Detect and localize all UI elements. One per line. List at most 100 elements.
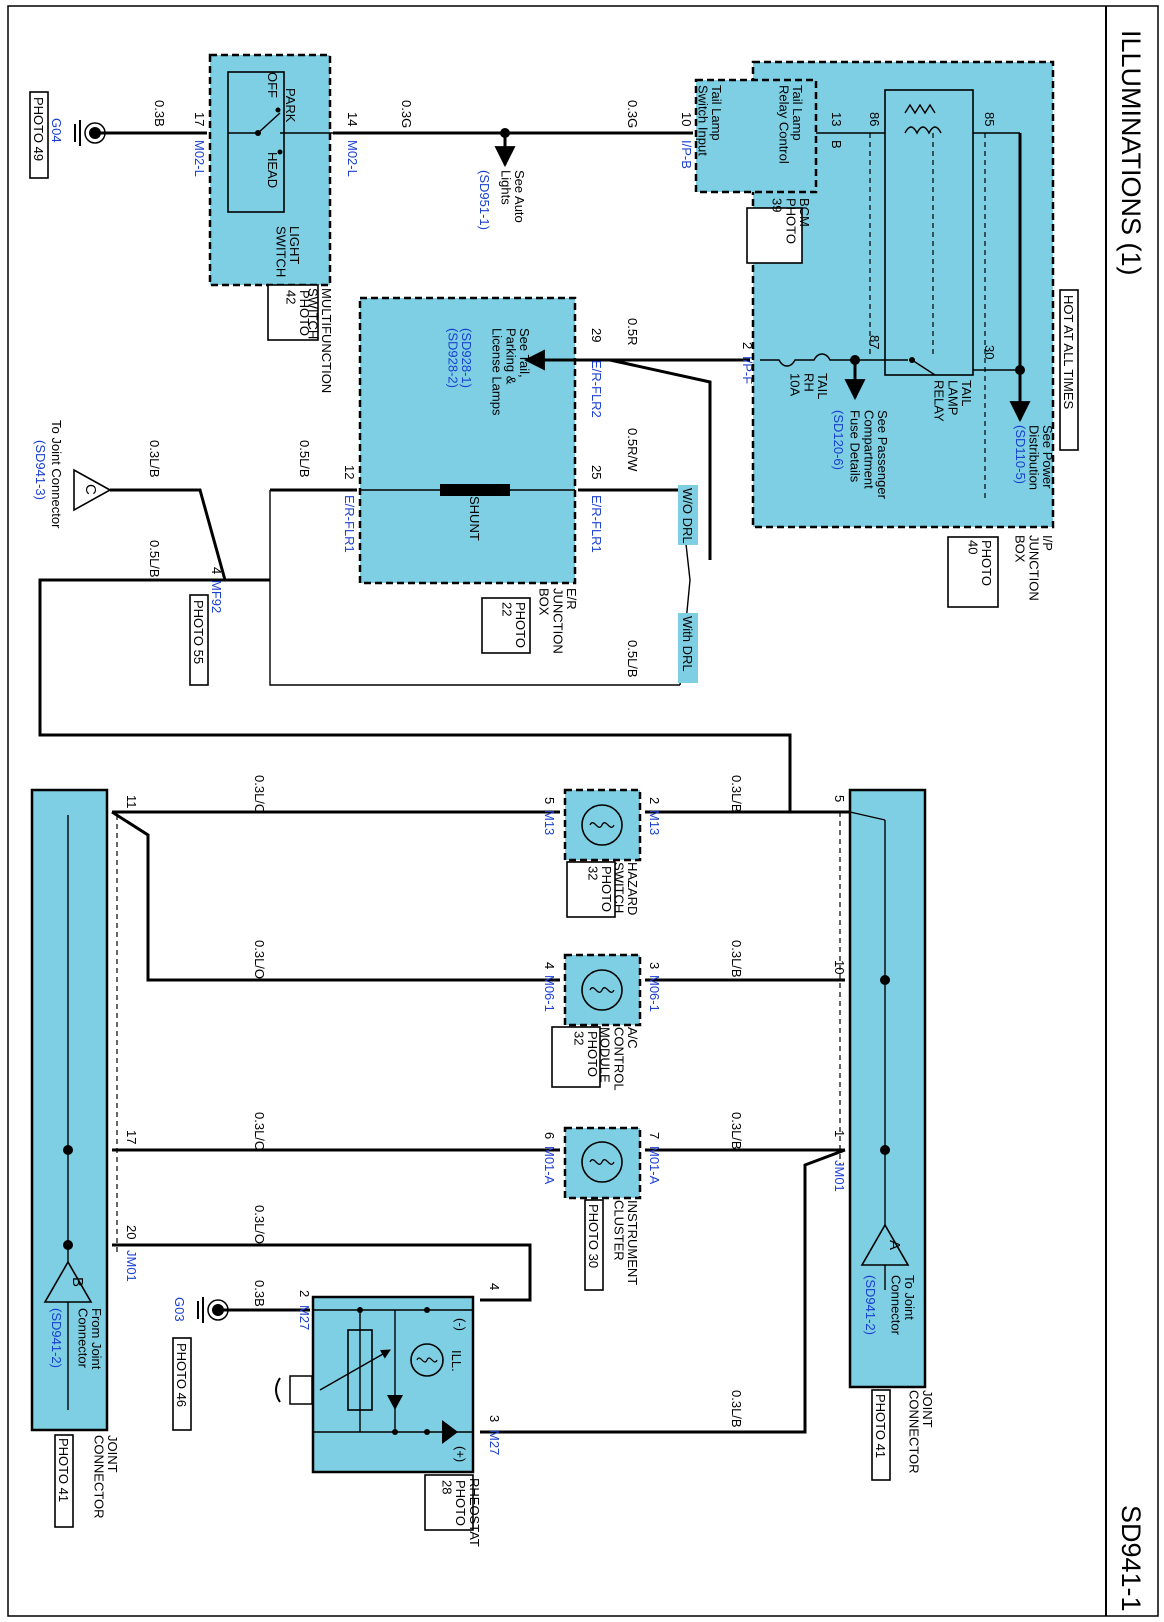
light-switch-label: LIGHTSWITCH bbox=[273, 226, 302, 277]
power-distribution-label: See PowerDistribution bbox=[1026, 425, 1055, 490]
wire-label: 0.3L/B bbox=[729, 775, 744, 813]
connector-a-ref: (SD941-2) bbox=[863, 1275, 878, 1335]
connector-name: M02-L bbox=[192, 140, 207, 177]
lamp-filament bbox=[589, 822, 615, 828]
page-code: SD941-1 bbox=[1116, 1505, 1146, 1612]
relay-pin-87: 87 bbox=[867, 335, 882, 349]
connector-name: B bbox=[829, 140, 844, 149]
page-border bbox=[7, 5, 1159, 1617]
multifunction-switch-box bbox=[208, 53, 332, 287]
shunt-label: SHUNT bbox=[467, 496, 482, 541]
joint-connector-right bbox=[848, 788, 927, 1389]
drl-with-label: With DRL bbox=[680, 616, 695, 672]
pin-number: 3 bbox=[647, 962, 662, 969]
photo-30-box bbox=[584, 1199, 604, 1291]
joint-connector-left bbox=[30, 788, 109, 1432]
knob-rotation-icon bbox=[275, 1377, 281, 1403]
switch-off-label: OFF bbox=[265, 72, 280, 98]
connector-c-triangle bbox=[73, 468, 112, 512]
pin-number: 11 bbox=[124, 795, 139, 809]
connector-name: M06-1 bbox=[542, 975, 557, 1012]
pin-number: 20 bbox=[124, 1225, 139, 1239]
pin-number: 6 bbox=[542, 1132, 557, 1139]
pass-compartment-label: See PassengerCompartmentFuse Details bbox=[848, 410, 890, 500]
connector-b-label: From JointConnector bbox=[75, 1308, 104, 1370]
drl-wo-tag bbox=[678, 485, 698, 545]
auto-lights-label: See AutoLights bbox=[498, 170, 527, 223]
connector-name: JM01 bbox=[124, 1250, 139, 1282]
connector-name: M01-A bbox=[542, 1146, 557, 1185]
auto-lights-ref: (SD951-1) bbox=[477, 170, 492, 230]
connector-name: E/R-FLR2 bbox=[589, 360, 604, 418]
bcm-input-label: Tail LampSwitch Input bbox=[695, 85, 724, 156]
splice-dot bbox=[357, 1307, 363, 1313]
wire-03lo-4 bbox=[111, 810, 560, 982]
connector-name: M13 bbox=[647, 810, 662, 835]
wire-label: 0.3L/B bbox=[729, 940, 744, 978]
connector-c-label: To Joint Connector bbox=[49, 420, 64, 529]
hot-at-all-times-box bbox=[1059, 289, 1079, 451]
connector-name: JM01 bbox=[832, 1160, 847, 1192]
connector-b-letter: B bbox=[69, 1277, 86, 1287]
lamp-filament bbox=[589, 987, 615, 993]
pin-number: 4 bbox=[209, 567, 224, 574]
connector-name: E/R-FLR1 bbox=[342, 495, 357, 553]
bcm-photo: BCMPHOTO39 bbox=[770, 198, 812, 244]
switch-contact bbox=[275, 107, 281, 113]
pin-number: 14 bbox=[345, 112, 360, 126]
connector-name: M27 bbox=[487, 1430, 502, 1455]
pin-number: 25 bbox=[589, 465, 604, 479]
switch-blade[interactable] bbox=[257, 112, 281, 134]
connector-name: MF92 bbox=[209, 580, 224, 613]
wire-label: 0.3L/B bbox=[147, 440, 162, 478]
photo-41-left-box bbox=[54, 1434, 74, 1528]
wire-03lo-20 bbox=[112, 1243, 532, 1302]
joint-right-photo: PHOTO 41 bbox=[873, 1394, 888, 1458]
relay-pin-85: 85 bbox=[982, 112, 997, 126]
ip-junction-box bbox=[751, 60, 1055, 529]
wire-label: 0.3L/O bbox=[252, 775, 267, 814]
rheostat-box bbox=[311, 1295, 475, 1474]
rheostat-knob-icon[interactable] bbox=[289, 1375, 313, 1405]
connector-c-ref: (SD941-3) bbox=[33, 440, 48, 500]
wire-label: 0.3G bbox=[625, 100, 640, 128]
joint-right-stub bbox=[849, 811, 886, 821]
connector-b-ref: (SD941-2) bbox=[49, 1308, 64, 1368]
photo-49-box bbox=[29, 91, 49, 179]
connector-name: M02-L bbox=[345, 140, 360, 177]
ac-module-photo: PHOTO32 bbox=[571, 1031, 600, 1077]
photo-32-ac-box bbox=[551, 1026, 601, 1088]
wire-label: 0.3L/O bbox=[252, 1205, 267, 1244]
pin-number: 5 bbox=[832, 795, 847, 802]
ac-module-title: A/CCONTROLMODULE bbox=[598, 1027, 640, 1091]
drl-with-tag bbox=[678, 613, 698, 683]
bcm-box bbox=[694, 78, 818, 194]
lamp-filament bbox=[589, 1159, 615, 1165]
ill-label: ILL. bbox=[449, 1350, 464, 1372]
wire-drl-with bbox=[269, 490, 680, 686]
photo-46-box bbox=[172, 1337, 192, 1431]
photo-22-box bbox=[481, 597, 531, 654]
pin-number: 17 bbox=[124, 1130, 139, 1144]
connector-name: M01-A bbox=[647, 1146, 662, 1185]
pin-number: 5 bbox=[542, 797, 557, 804]
multifunction-photo: PHOTO42 bbox=[283, 290, 312, 336]
pin-number: 3 bbox=[487, 1415, 502, 1422]
wire-03lb-c bbox=[110, 488, 270, 582]
lamp-filament bbox=[416, 1357, 438, 1363]
photo-32-hazard-box bbox=[566, 861, 616, 918]
pin-number: 10 bbox=[832, 960, 847, 974]
fuse-label: TAILRH10A bbox=[788, 373, 830, 400]
pin-number: 10 bbox=[679, 112, 694, 126]
connector-a-triangle bbox=[860, 1223, 910, 1266]
pin-number: 2 bbox=[297, 1290, 312, 1297]
drl-wo-label: W/O DRL bbox=[680, 488, 695, 544]
photo-55-box bbox=[189, 594, 209, 686]
wire-label: 0.5R/W bbox=[625, 428, 640, 472]
multifunction-title: MULTIFUNCTIONSWITCH bbox=[305, 288, 334, 393]
er-junction-photo: PHOTO22 bbox=[499, 602, 528, 648]
connector-name: I/P-F bbox=[740, 356, 755, 384]
ip-junction-title: I/PJUNCTIONBOX bbox=[1013, 535, 1055, 601]
photo-42-box bbox=[267, 284, 319, 341]
